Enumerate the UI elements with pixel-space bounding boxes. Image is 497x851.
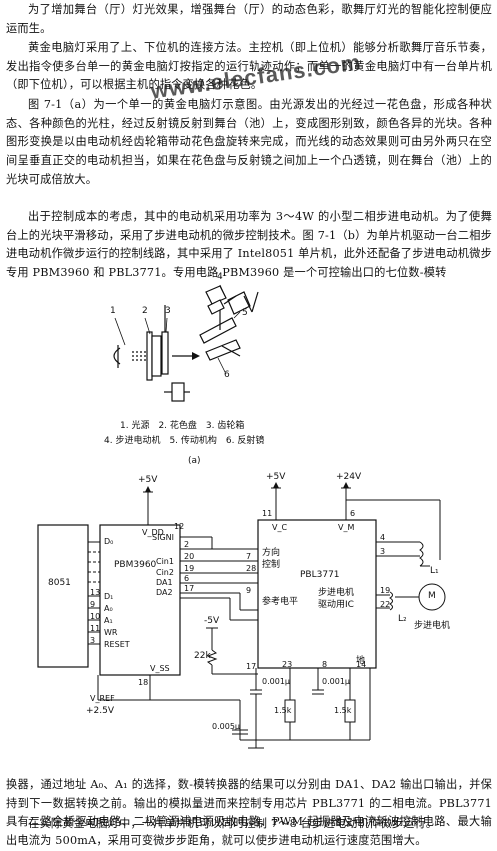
pbl-vc-label: V_C — [272, 523, 288, 532]
mcu-label: 8051 — [48, 578, 71, 588]
pbm-signi-label: SIGNI — [152, 533, 174, 542]
capacitor-0001b-label: 0.001μ — [322, 677, 350, 686]
pin-number: 17 — [246, 662, 257, 671]
paragraph-fig-a-description: 图 7-1（a）为一个单一的黄金电脑灯示意图。由光源发出的光经过一花色盘，形成各… — [6, 98, 492, 186]
pbm-wr-label: WR — [104, 628, 118, 637]
pin-number: 18 — [138, 678, 149, 687]
pbm-name: PBM3960 — [114, 560, 157, 570]
pin-number: 13 — [90, 588, 101, 597]
pbl-dir-label-1: 方向 — [262, 548, 281, 558]
fig-a-num-2: 2 — [142, 306, 148, 316]
pbl-drv-label-2: 驱动用IC — [318, 600, 354, 610]
pin-number: 3 — [380, 547, 386, 556]
fig-a-legend-line1: 1. 光源 2. 花色盘 3. 齿轮箱 — [120, 421, 245, 431]
pin-number: 11 — [90, 624, 101, 633]
capacitor-0001a-label: 0.001μ — [262, 677, 290, 686]
motor-symbol: M — [428, 591, 436, 601]
pin-number: 28 — [246, 564, 257, 573]
resistor-15k-a-label: 1.5k — [274, 706, 292, 715]
pin-number: 9 — [90, 600, 96, 609]
pbm-da1-label: DA1 — [156, 578, 173, 587]
fig-a-num-6: 6 — [224, 370, 230, 380]
fig-a-num-3: 3 — [165, 306, 171, 316]
pin-number: 19 — [184, 564, 195, 573]
fig-a-caption: (a) — [188, 456, 201, 466]
pbl-vm-label: V_M — [338, 523, 355, 532]
motor-label: 步进电机 — [414, 621, 451, 631]
supply-label-pbm: +5V — [138, 475, 158, 485]
pbm-vdd-label: V_DD — [142, 528, 164, 537]
pbm-a0-label: A₀ — [104, 604, 113, 613]
paragraph-stepper-control: 出于控制成本的考虑，其中的电动机采用功率为 3～4W 的小型二相步进电动机。为了… — [6, 210, 492, 280]
pbm-d0-label: D₀ — [104, 537, 114, 546]
supply-label-pbl-vm: +24V — [336, 472, 362, 482]
pbl-ref-label: 参考电平 — [262, 597, 299, 607]
fig-a-legend-line2: 4. 步进电动机 5. 传动机构 6. 反射镜 — [104, 436, 265, 446]
fig-a-num-1: 1 — [110, 306, 116, 316]
pbm-cin1-label: Cin1 — [156, 557, 174, 566]
pbl-name: PBL3771 — [300, 570, 340, 580]
pin-number: 11 — [262, 509, 273, 518]
supply-label-pbl-vc: +5V — [266, 472, 286, 482]
pin-number: 23 — [282, 660, 293, 669]
vref-value-label: +2.5V — [86, 706, 115, 716]
pin-number: 7 — [246, 552, 252, 561]
pbm-cin2-label: Cin2 — [156, 568, 174, 577]
pin-number: 8 — [322, 660, 328, 669]
pin-number: 6 — [350, 509, 356, 518]
pin-number: 12 — [174, 522, 185, 531]
resistor-15k-b-label: 1.5k — [334, 706, 352, 715]
pbm-d1-label: D₁ — [104, 592, 114, 601]
paragraph-intro: 为了增加舞台（厅）灯光效果，增强舞台（厅）的动态色彩，歌舞厅灯光的智能化控制便应… — [6, 3, 492, 35]
capacitor-0005-label: 0.005μ — [212, 722, 240, 731]
pin-number: 20 — [184, 552, 195, 561]
pin-number: 19 — [380, 586, 391, 595]
pin-number: 6 — [184, 574, 190, 583]
pin-number: 9 — [246, 586, 252, 595]
coil-l2-label: L₂ — [398, 614, 407, 624]
neg-supply-label: -5V — [204, 616, 220, 626]
paragraph-multi-motor: 在实际黄金电脑灯中，一片单片机可以同时控制 7～8 台步进电动机作微步运行。 — [28, 817, 438, 830]
pin-number: 14 — [356, 660, 367, 669]
pin-number: 10 — [90, 612, 101, 621]
pbm-da2-label: DA2 — [156, 588, 173, 597]
vref-label: V_REF — [90, 694, 115, 703]
pin-number: 2 — [184, 540, 190, 549]
pin-number: 17 — [184, 584, 195, 593]
pbl-dir-label-2: 控制 — [262, 560, 281, 570]
fig-a-num-4: 4 — [217, 272, 223, 282]
pin-number: 4 — [380, 533, 386, 542]
paragraph-architecture: 黄金电脑灯采用了上、下位机的连接方法。主控机（即上位机）能够分析歌舞厅音乐节奏，… — [6, 41, 492, 92]
resistor-22k-label: 22k — [194, 651, 211, 661]
pbm-vss-label: V_SS — [150, 664, 170, 673]
pbl-drv-label-1: 步进电机 — [318, 588, 355, 598]
pbl-gnd-label: 地 — [356, 656, 366, 666]
pbm-reset-label: RESET — [104, 640, 130, 649]
pin-number: 22 — [380, 600, 391, 609]
pbm-a1-label: A₁ — [104, 616, 113, 625]
pin-number: 3 — [90, 636, 96, 645]
fig-a-num-5: 5 — [242, 308, 248, 318]
coil-l1-label: L₁ — [430, 566, 439, 576]
